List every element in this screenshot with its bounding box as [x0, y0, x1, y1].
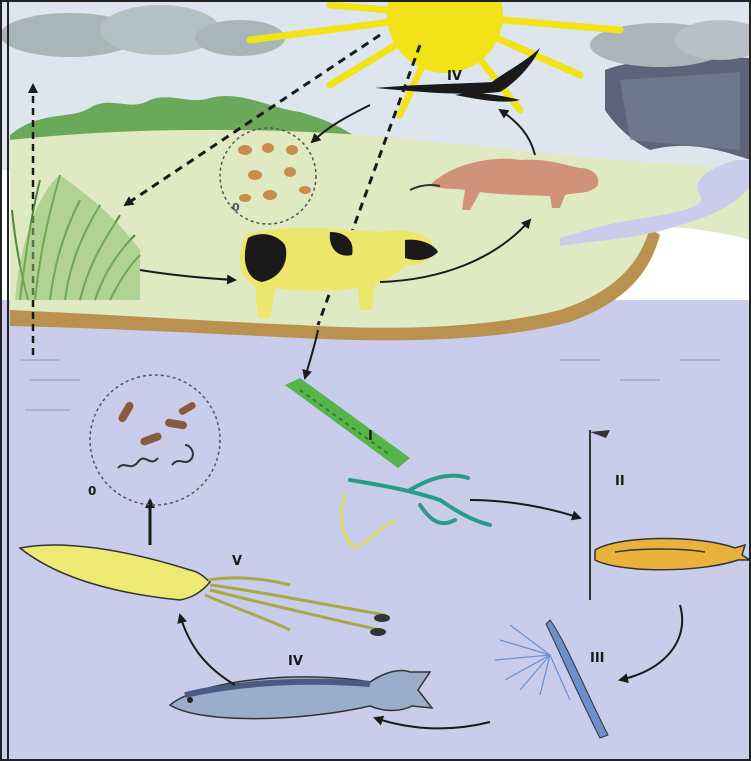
label-o-land: 0 [232, 201, 240, 214]
label-iv-land: IV [447, 69, 462, 84]
label-ii: II [615, 474, 625, 489]
label-v: V [232, 554, 242, 569]
label-o-water: 0 [88, 484, 96, 498]
label-iii: III [590, 651, 605, 666]
label-iv-water: IV [288, 654, 303, 669]
cliff-shade [620, 72, 740, 150]
label-i: I [368, 429, 373, 444]
